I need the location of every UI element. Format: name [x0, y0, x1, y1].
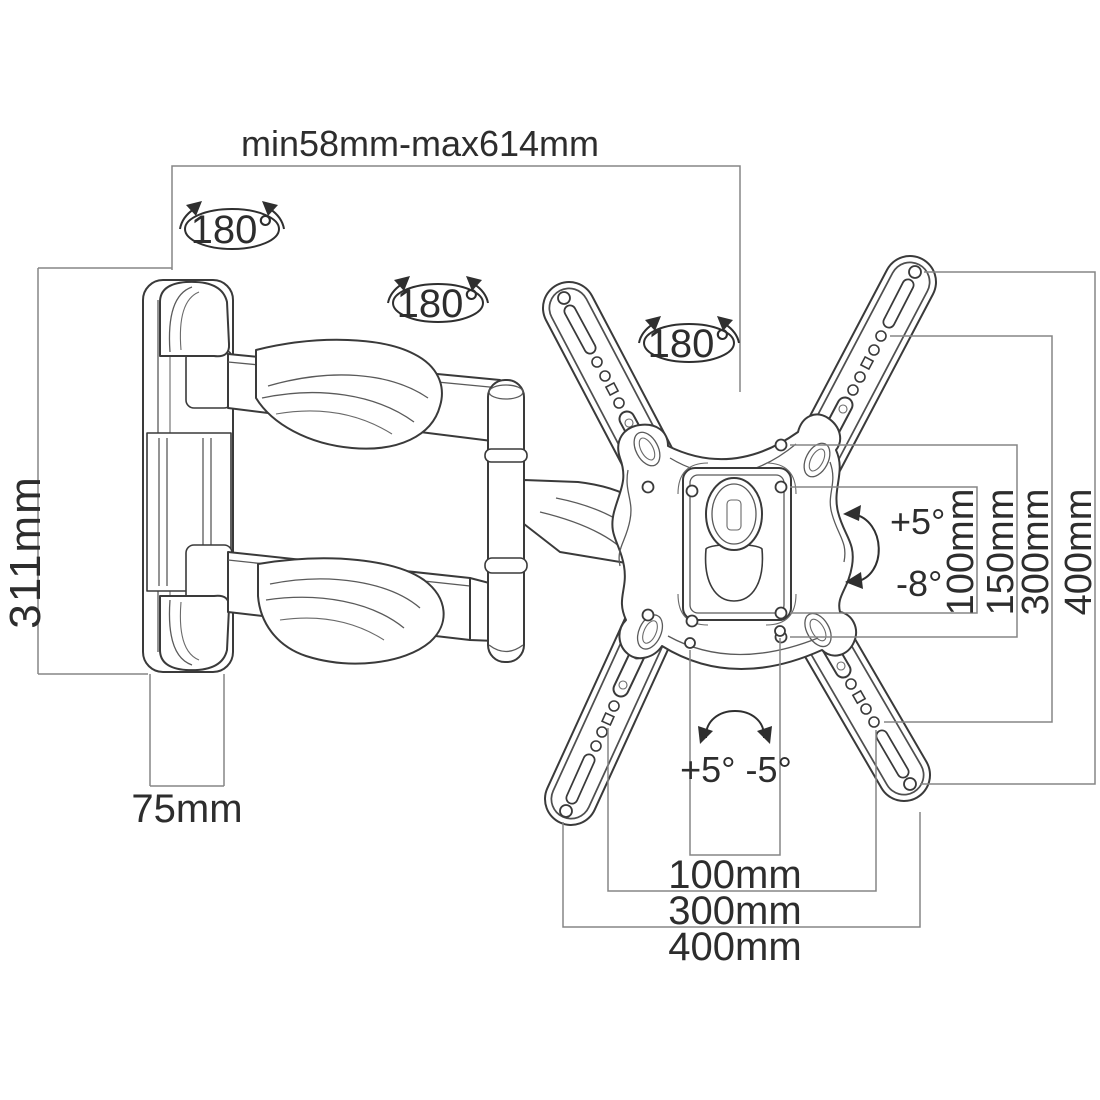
- swivel-range-label: +5° -5°: [680, 749, 792, 790]
- tilt-annotation: +5° -8°: [843, 501, 945, 604]
- rotate-arrow-right-icon: [466, 276, 482, 291]
- vesa-vertical-300-label: 300mm: [1015, 489, 1057, 616]
- dim-vesa-horizontal-100: 100mm: [668, 638, 802, 897]
- tilt-arrow-up-icon: [843, 505, 861, 521]
- vesa-vertical-100-label: 100mm: [940, 489, 982, 616]
- lower-arm: [227, 551, 525, 665]
- upper-arm-cover: [255, 338, 443, 450]
- rotation-plate: 180°: [638, 316, 740, 366]
- dim-vesa-vertical-300: 300mm: [884, 335, 1057, 723]
- rotation-mid: 180°: [387, 276, 489, 326]
- rotate-arrow-right-icon: [717, 316, 733, 331]
- center-opening: [704, 477, 764, 602]
- dim-vesa-horizontal-400: 400mm: [562, 812, 921, 969]
- tilt-arrow-down-icon: [845, 572, 863, 589]
- vesa-horizontal-400-label: 400mm: [668, 925, 801, 969]
- vesa-vertical-150-label: 150mm: [980, 489, 1022, 616]
- vesa-plate: [611, 413, 858, 670]
- tilt-down-label: -8°: [896, 563, 942, 604]
- corner-lobe-bottom-left: [636, 614, 664, 650]
- rotate-arrow-left-icon: [186, 201, 202, 216]
- dim-plate-height: 311mm: [1, 267, 172, 675]
- tilt-up-label: +5°: [890, 501, 945, 542]
- rotation-wall: 180°: [179, 201, 285, 252]
- swivel-arrow-left-icon: [698, 726, 713, 744]
- dim-vesa-vertical-100: 100mm: [790, 486, 982, 616]
- vesa-holes: [641, 438, 788, 649]
- rotate-arrow-right-icon: [262, 201, 278, 216]
- corner-lobe-top-right: [803, 442, 831, 478]
- rotation-wall-label: 180°: [191, 208, 274, 252]
- lower-arm-cover: [257, 557, 445, 665]
- plate-height-label: 311mm: [1, 475, 50, 628]
- vesa-vertical-400-label: 400mm: [1058, 489, 1100, 616]
- swivel-annotation: +5° -5°: [680, 710, 792, 790]
- vesa-horizontal-300-label: 300mm: [668, 889, 801, 933]
- upper-arm: [227, 338, 501, 450]
- rotate-arrow-left-icon: [394, 276, 410, 291]
- rotate-arrow-left-icon: [645, 316, 661, 331]
- corner-lobe-bottom-right: [804, 612, 832, 648]
- dimension-annotations: min58mm-max614mm 311mm 75mm 100mm 150mm: [1, 123, 1100, 969]
- dim-extension-range: min58mm-max614mm: [171, 123, 741, 392]
- pivot-column: [484, 379, 528, 663]
- vesa-horizontal-100-label: 100mm: [668, 853, 801, 897]
- corner-lobe-top-left: [633, 431, 661, 467]
- rotation-annotations: 180° 180° 180° +5° -8°: [179, 201, 945, 790]
- swivel-arrow-right-icon: [757, 726, 772, 744]
- dim-vesa-vertical-150: 150mm: [790, 444, 1022, 638]
- dim-vesa-horizontal-300: 300mm: [607, 728, 877, 933]
- vesa-plate-assembly: [542, 255, 937, 826]
- rotation-mid-label: 180°: [397, 282, 480, 326]
- dim-plate-width: 75mm: [131, 674, 243, 831]
- wall-plate: [142, 279, 234, 673]
- plate-width-label: 75mm: [131, 787, 242, 831]
- upper-hinge: [185, 349, 233, 409]
- rotation-plate-label: 180°: [648, 322, 731, 366]
- wall-mount-assembly: [142, 279, 671, 673]
- extension-range-label: min58mm-max614mm: [241, 123, 599, 164]
- dim-vesa-vertical-400: 400mm: [920, 271, 1100, 785]
- lower-hinge: [185, 544, 233, 604]
